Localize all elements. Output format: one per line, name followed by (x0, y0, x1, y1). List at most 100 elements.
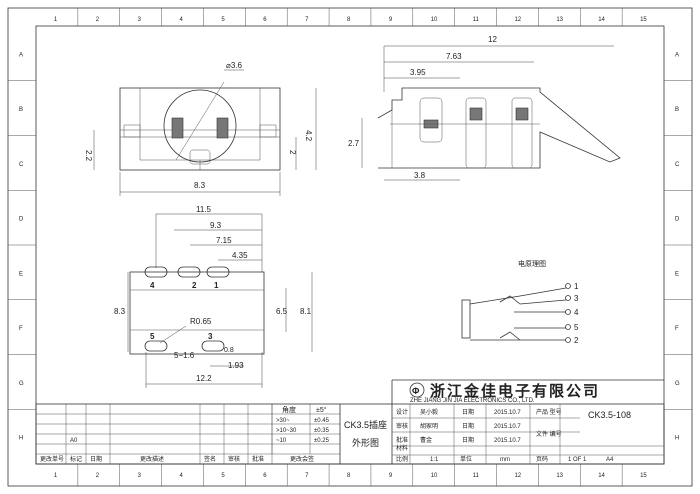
dim-fp-pad-width: 5−1.6 (174, 351, 195, 360)
title-block: Φ 浙江金佳电子有限公司 ZHE JIANG JIN JIA ELECTRONI… (35, 379, 665, 465)
row-label-right: G (675, 381, 680, 387)
rev-header-mark: 标记 (70, 455, 82, 463)
row-label-left: B (19, 107, 23, 113)
column-label-bottom: 2 (96, 473, 100, 479)
pin-label-2: 2 (192, 281, 197, 290)
column-label-top: 8 (347, 17, 351, 23)
row-label-right: F (675, 326, 679, 332)
schematic-pin-4: 4 (574, 308, 579, 317)
approval-name-review: 胡家明 (420, 422, 438, 430)
rev-header-no: 更改单号 (40, 455, 64, 463)
column-label-bottom: 5 (221, 473, 225, 479)
column-label-bottom: 14 (598, 473, 605, 479)
tolerance-range-2: >10~30 (276, 428, 297, 434)
pin-label-1: 1 (214, 281, 219, 290)
column-label-bottom: 13 (556, 473, 563, 479)
schematic-pin-3: 3 (574, 294, 579, 303)
row-label-right: D (675, 217, 680, 223)
column-label-bottom: 3 (138, 473, 142, 479)
tolerance-header: 角度 (282, 405, 296, 414)
page-label: 页码 (536, 455, 548, 463)
rev-header-approve: 批准 (252, 455, 264, 463)
column-label-bottom: 9 (389, 473, 393, 479)
approval-date-label-1: 日期 (462, 408, 474, 416)
dim-left-height: 2.2 (84, 150, 93, 162)
company-name-en: ZHE JIANG JIN JIA ELECTRONICS CO., LTD. (410, 398, 535, 404)
footprint-outline (129, 271, 265, 355)
column-label-top: 14 (598, 17, 605, 23)
schematic-pin-2: 2 (574, 336, 579, 345)
contact-right (216, 117, 229, 139)
dim-inner-height: 2 (288, 150, 297, 155)
approval-date-design: 2015.10.7 (494, 410, 521, 416)
part-number: CK3.5-108 (588, 410, 631, 420)
sheet-size: A4 (606, 457, 614, 463)
column-label-top: 7 (305, 17, 309, 23)
dim-side-b: 3.95 (410, 68, 426, 77)
column-label-bottom: 1 (54, 473, 58, 479)
dim-fp-9-3: 9.3 (210, 221, 222, 230)
column-label-top: 6 (263, 17, 267, 23)
dim-fp-11-5: 11.5 (196, 205, 212, 214)
company-logo-icon (409, 382, 425, 398)
side-view: 12 7.63 3.95 2.7 3.8 (348, 35, 621, 181)
top-view: ⌀3.6 4.2 2.2 2 8.3 (84, 61, 317, 196)
row-label-left: D (19, 217, 24, 223)
row-label-right: C (675, 162, 680, 168)
dim-fp-radius: R0.65 (190, 317, 212, 326)
dim-diameter: ⌀3.6 (226, 61, 242, 70)
row-label-left: G (19, 381, 24, 387)
dim-fp-total: 12.2 (196, 374, 212, 383)
dim-fp-right: 8.1 (300, 307, 312, 316)
approval-date-label-3: 日期 (462, 436, 474, 444)
row-label-right: B (675, 107, 679, 113)
footprint-view: 4 2 1 5 3 11.5 9.3 7.15 4.35 8.3 6.5 8.1… (114, 205, 313, 388)
row-label-right: H (675, 436, 679, 442)
row-label-left: F (19, 326, 23, 332)
schematic-pin-1: 1 (574, 282, 579, 291)
top-view-body (119, 87, 281, 171)
dim-fp-pad-height: 0.8 (224, 347, 234, 354)
tolerance-value-1: ±0.45 (314, 418, 330, 424)
scale-value: 1:1 (430, 457, 439, 463)
column-label-top: 15 (640, 17, 647, 23)
pin-label-4: 4 (150, 281, 155, 290)
pad-3 (201, 340, 225, 352)
column-label-top: 4 (180, 17, 184, 23)
column-label-top: 9 (389, 17, 393, 23)
pad-2 (177, 266, 201, 278)
row-label-left: C (19, 162, 24, 168)
revision-mark: A0 (70, 438, 78, 444)
approval-role-approve: 批准 (396, 436, 408, 444)
row-label-left: H (19, 436, 23, 442)
rev-header-date: 日期 (90, 455, 102, 463)
column-label-bottom: 6 (263, 473, 267, 479)
approval-name-approve: 曹金 (420, 436, 432, 444)
column-label-top: 5 (221, 17, 225, 23)
column-label-top: 10 (431, 17, 438, 23)
material-label: 材料 (396, 444, 408, 452)
pin-label-3: 3 (208, 332, 213, 341)
column-label-top: 1 (54, 17, 58, 23)
schematic: 电原理图 1 3 4 5 2 (461, 259, 579, 345)
approval-date-approve: 2015.10.7 (494, 438, 521, 444)
approval-role-review: 审核 (396, 422, 408, 430)
contact-left (171, 117, 184, 139)
schematic-pin-5: 5 (574, 323, 579, 332)
dim-fp-height: 8.3 (114, 307, 126, 316)
svg-text:Φ: Φ (412, 386, 420, 396)
product-name: CK3.5插座 (344, 419, 387, 430)
schematic-title: 电原理图 (518, 259, 546, 268)
column-label-bottom: 4 (180, 473, 184, 479)
rev-header-sign: 签名 (204, 455, 216, 463)
rev-header-desc: 更改描述 (140, 455, 164, 463)
unit-label: 单位 (460, 455, 472, 463)
dim-fp-gap: 6.5 (276, 307, 288, 316)
drawing-type: 外形图 (352, 437, 379, 448)
column-label-bottom: 10 (431, 473, 438, 479)
diameter-leader (175, 81, 225, 161)
